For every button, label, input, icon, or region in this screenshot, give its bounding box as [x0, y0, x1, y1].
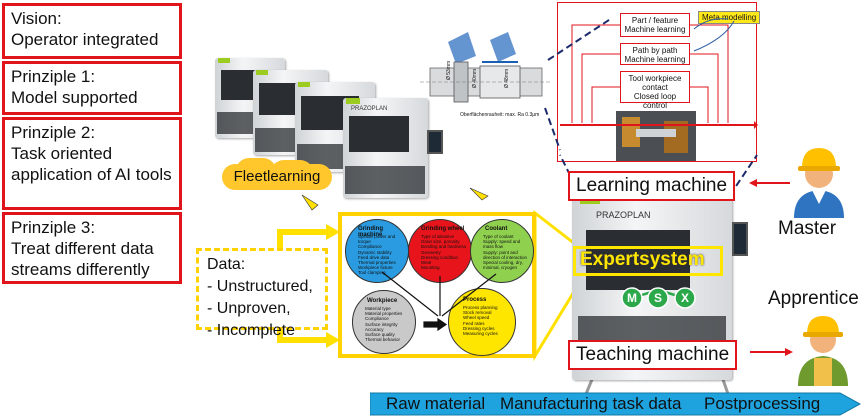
knowledge-frame: Grinding machine Spindle power and torqu…	[338, 212, 536, 358]
grinding-wheel-title: Grinding wheel	[421, 226, 465, 232]
principle-3-box: Prinziple 3: Treat different data stream…	[2, 212, 182, 284]
path-by-path-box: Path by path Machine learning	[620, 43, 690, 65]
wp-item: Surface integrity	[365, 321, 398, 327]
machine-brand-label: PRAZOPLAN	[351, 106, 388, 112]
master-label: Master	[778, 218, 837, 239]
coolant-title: Coolant	[485, 226, 508, 232]
process-bar: Raw material Manufacturing task data Pos…	[370, 392, 862, 416]
principle-1-text: Prinziple 1: Model supported	[11, 67, 138, 107]
gw-item: Grain size, porosity	[421, 239, 460, 245]
worker-icon	[798, 316, 848, 386]
data-item-unstructured: - Unstructured,	[207, 278, 313, 295]
workpiece-items: Material type Material properties Compli…	[365, 306, 411, 342]
process-circle: Process Process planning Stock removal W…	[448, 288, 516, 356]
learning-detail-panel: Meta modelling Part / feature Machine le…	[557, 2, 761, 162]
process-bar-arrow	[370, 392, 862, 416]
gw-item: Mounting	[421, 265, 440, 271]
co-item: Special cooling, dry, minimal, cryogen	[483, 260, 523, 271]
co-item: Supply: speed and mass flow	[483, 239, 521, 250]
meta-modelling-label: Meta modelling	[698, 11, 761, 24]
wp-item: Surface quality	[365, 332, 395, 338]
fleet-control-panel	[427, 130, 443, 154]
grinding-wheel-items: Type of abrasive Grain size, porosity Bo…	[421, 234, 467, 270]
bar-postprocessing: Postprocessing	[704, 394, 821, 413]
gw-item: Geometry	[421, 249, 441, 255]
detail-panel-arrows	[560, 18, 758, 129]
apprentice-avatar	[792, 308, 854, 386]
gm-item: Compliance	[358, 244, 382, 250]
vision-text: Vision: Operator integrated	[11, 9, 159, 49]
gm-item: Feed drive data	[358, 254, 390, 260]
data-title: Data:	[207, 256, 246, 273]
surface-roughness-caption: Oberflächenrauheit: max. Ra 0.3µm	[460, 112, 540, 118]
pr-item: Measuring cycles	[463, 331, 498, 337]
workpiece-title: Workpiece	[367, 298, 398, 304]
fleet-machine-4: PRAZOPLAN	[343, 98, 428, 198]
process-title: Process	[463, 297, 487, 303]
expertsystem-box: Expertsystem	[573, 246, 723, 276]
teaching-machine-label: Teaching machine	[568, 340, 738, 370]
node-m: M	[627, 291, 637, 305]
bar-raw-material: Raw material	[386, 394, 486, 413]
principle-3-text: Prinziple 3: Treat different data stream…	[11, 218, 154, 279]
gw-item: Bonding and hardness	[421, 244, 467, 250]
vision-box: Vision: Operator integrated	[2, 3, 182, 59]
wp-item: Material type	[365, 306, 391, 311]
gm-item: Tool clamping	[358, 270, 386, 276]
co-item: Type of coolant	[483, 234, 514, 239]
data-item-unproven: - Unproven,	[207, 300, 291, 317]
gm-item: Dynamic stability	[358, 249, 392, 255]
data-box: Data: - Unstructured, - Unproven, - Inco…	[196, 248, 328, 339]
node-x: X	[680, 291, 689, 305]
workpiece-circle: Workpiece Material type Material propert…	[352, 290, 416, 354]
process-items: Process planning Stock removal Wheel spe…	[463, 305, 509, 336]
gw-item: Wear	[421, 260, 432, 266]
right-machine-brand: PRAZOPLAN	[596, 210, 651, 220]
gm-item: Spindle power and torque	[358, 234, 396, 245]
principle-2-text: Prinziple 2: Task oriented application o…	[11, 123, 172, 184]
grinding-wheel-circle: Grinding wheel Type of abrasive Grain si…	[408, 219, 472, 283]
wp-item: Thermal behavior	[365, 337, 401, 343]
part-feature-text: Part / feature Machine learning	[624, 16, 686, 34]
msx-network	[621, 287, 696, 309]
wp-item: Material properties	[365, 311, 403, 317]
fleetlearning-cloud: Fleetlearning	[222, 158, 332, 194]
bar-manufacturing-task-data: Manufacturing task data	[500, 394, 682, 413]
data-item-incomplete: - Incomplete	[207, 322, 296, 339]
grinding-machine-title: Grinding machine	[358, 226, 383, 238]
right-control-panel	[732, 222, 748, 256]
tool-contact-text: Tool workpiece contact Closed loop contr…	[628, 74, 682, 110]
tool-drawing: Ø 53mm Ø 40mm Ø 48mm Oberflächenrauheit:…	[420, 32, 550, 120]
machine-fleet: PRAZOPLAN	[215, 40, 445, 200]
coolant-circle: Coolant Type of coolant Supply: speed an…	[470, 219, 534, 283]
gw-item: Type of abrasive	[421, 234, 455, 239]
co-item: Supply: point and direction of interacti…	[483, 249, 528, 260]
wp-item: Compliance	[365, 316, 389, 322]
gw-item: Dressing condition	[421, 254, 459, 260]
master-avatar	[786, 140, 852, 218]
wp-item: Accuracy	[365, 326, 384, 332]
part-feature-box: Part / feature Machine learning	[620, 13, 690, 37]
gm-item: Workpiece fixture	[358, 265, 393, 271]
grinding-machine-items: Spindle power and torque Compliance Dyna…	[358, 234, 404, 276]
tool-contact-box: Tool workpiece contact Closed loop contr…	[620, 71, 690, 110]
pr-item: Process planning	[463, 305, 498, 310]
principle-2-box: Prinziple 2: Task oriented application o…	[2, 117, 182, 210]
expertsystem-label: Expertsystem	[580, 249, 705, 270]
apprentice-label: Apprentice	[768, 288, 859, 309]
pr-item: Dressing cycles	[463, 325, 495, 331]
coolant-items: Type of coolant Supply: speed and mass f…	[483, 234, 529, 270]
pr-item: Wheel speed	[463, 315, 490, 321]
gm-item: Thermal properties	[358, 260, 396, 266]
learning-machine-label: Learning machine	[568, 171, 736, 201]
pr-item: Feed rates	[463, 320, 485, 326]
node-s: S	[653, 291, 662, 305]
fleetlearning-label: Fleetlearning	[233, 168, 321, 185]
pr-item: Stock removal	[463, 310, 492, 316]
principle-1-box: Prinziple 1: Model supported	[2, 61, 182, 115]
path-by-path-text: Path by path Machine learning	[624, 46, 686, 64]
worker-icon	[794, 148, 844, 218]
venn-arrows	[381, 271, 497, 332]
tool-drawing-svg	[420, 32, 550, 103]
